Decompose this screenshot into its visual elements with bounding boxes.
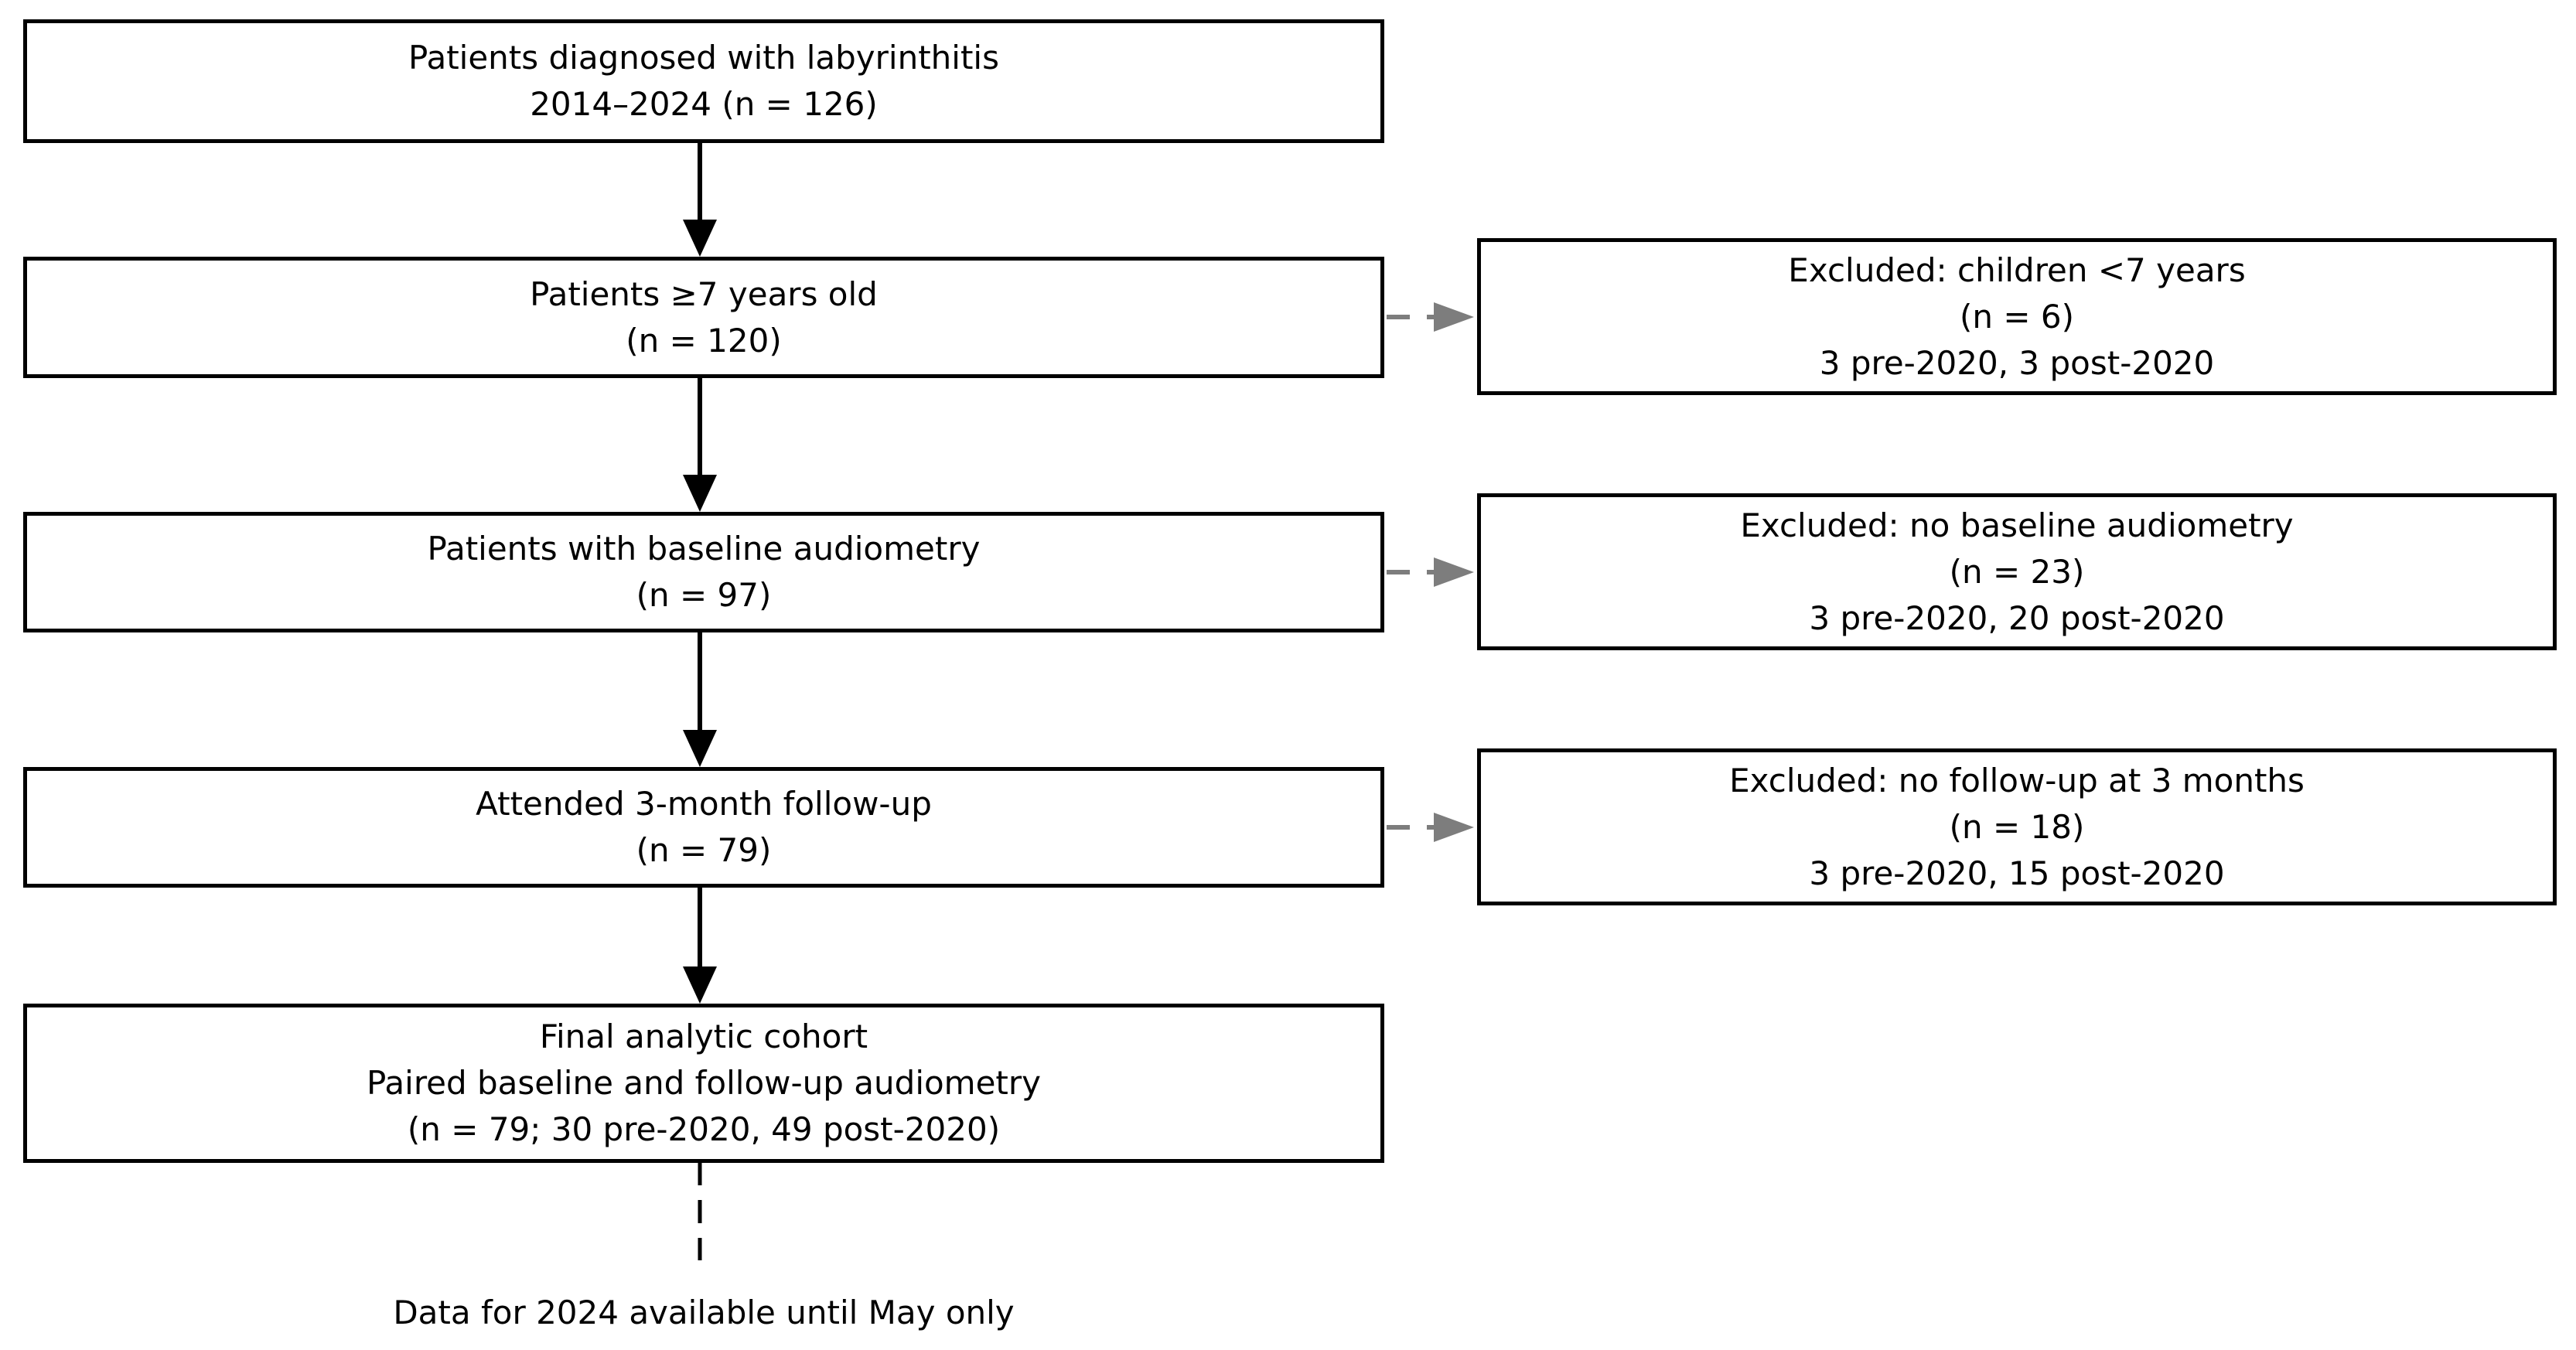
exclusion-box-no-followup: Excluded: no follow-up at 3 months (n = … [1477, 748, 2557, 905]
flow-box-age-filter-line-2: (n = 120) [626, 321, 782, 360]
flow-box-diagnosed-line-2: 2014–2024 (n = 126) [530, 85, 878, 123]
flow-box-followup: Attended 3-month follow-up (n = 79) [23, 767, 1384, 888]
exclusion-box-children-line-3: 3 pre-2020, 3 post-2020 [1819, 343, 2215, 382]
flow-box-diagnosed-line-1: Patients diagnosed with labyrinthitis [408, 39, 999, 77]
down-arrow-4-head [683, 966, 717, 1004]
flow-box-baseline-audiometry-line-1: Patients with baseline audiometry [427, 530, 981, 568]
exclusion-box-children: Excluded: children <7 years (n = 6) 3 pr… [1477, 238, 2557, 395]
flow-box-baseline-audiometry: Patients with baseline audiometry (n = 9… [23, 512, 1384, 632]
exclusion-arrow-3-head [1434, 813, 1474, 842]
flow-box-final-cohort: Final analytic cohort Paired baseline an… [23, 1004, 1384, 1163]
flow-box-age-filter: Patients ≥7 years old (n = 120) [23, 257, 1384, 378]
exclusion-arrow-2-head [1434, 557, 1474, 587]
exclusion-box-children-line-1: Excluded: children <7 years [1788, 251, 2246, 289]
exclusion-box-no-followup-line-1: Excluded: no follow-up at 3 months [1729, 761, 2305, 799]
flow-box-final-cohort-line-3: (n = 79; 30 pre-2020, 49 post-2020) [407, 1110, 1001, 1148]
flow-box-followup-line-2: (n = 79) [636, 831, 772, 869]
flow-box-final-cohort-line-2: Paired baseline and follow-up audiometry [366, 1064, 1042, 1102]
flow-box-age-filter-line-1: Patients ≥7 years old [530, 274, 878, 313]
down-arrow-2-head [683, 475, 717, 512]
down-arrow-1-head [683, 220, 717, 257]
flow-box-followup-line-1: Attended 3-month follow-up [476, 785, 932, 823]
exclusion-box-no-followup-line-3: 3 pre-2020, 15 post-2020 [1809, 854, 2225, 892]
down-arrow-3-head [683, 730, 717, 767]
flow-box-baseline-audiometry-line-2: (n = 97) [636, 576, 772, 614]
exclusion-box-no-baseline-line-3: 3 pre-2020, 20 post-2020 [1809, 598, 2225, 637]
exclusion-box-no-baseline-line-2: (n = 23) [1949, 552, 2085, 591]
exclusion-box-no-baseline: Excluded: no baseline audiometry (n = 23… [1477, 493, 2557, 650]
exclusion-arrow-1-head [1434, 302, 1474, 332]
flow-box-diagnosed: Patients diagnosed with labyrinthitis 20… [23, 19, 1384, 143]
exclusion-box-no-followup-line-2: (n = 18) [1949, 807, 2085, 846]
exclusion-box-no-baseline-line-1: Excluded: no baseline audiometry [1740, 506, 2294, 544]
exclusion-box-children-line-2: (n = 6) [1959, 297, 2074, 336]
flow-box-final-cohort-line-1: Final analytic cohort [539, 1018, 868, 1055]
footnote: Data for 2024 available until May only [393, 1294, 1015, 1331]
